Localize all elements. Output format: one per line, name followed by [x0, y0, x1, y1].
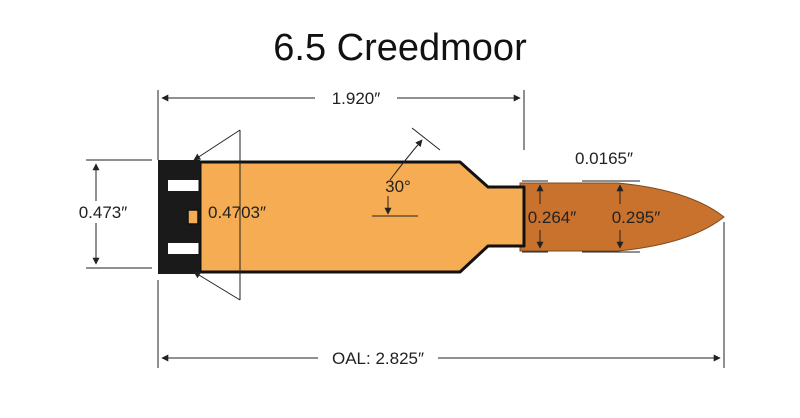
bullet-dia-label: 0.295″ [612, 208, 661, 227]
rim-dia-label-bg [70, 201, 136, 223]
case-length-label-bg [315, 86, 397, 108]
shoulder-angle-arc [389, 139, 423, 181]
base-dia-label: 0.4703″ [208, 203, 266, 222]
oal-label: OAL: 2.825″ [332, 349, 424, 368]
bullet [519, 182, 725, 252]
primer-pocket [164, 200, 188, 234]
flash-hole [187, 209, 199, 225]
rim-dia-label: 0.473″ [79, 203, 128, 222]
shoulder-angle-tick [411, 127, 441, 151]
diagram-title: 6.5 Creedmoor [273, 27, 527, 69]
case-body [198, 160, 526, 274]
case-length-label: 1.920″ [332, 89, 381, 108]
neck-dia-label: 0.264″ [528, 208, 577, 227]
shoulder-angle-label: 30° [385, 177, 411, 196]
base-dia-ext-top [193, 129, 241, 161]
oal-label-bg [318, 346, 438, 368]
base-dia-ext-bottom [193, 271, 241, 301]
neck-wall-label: 0.0165″ [575, 149, 633, 168]
